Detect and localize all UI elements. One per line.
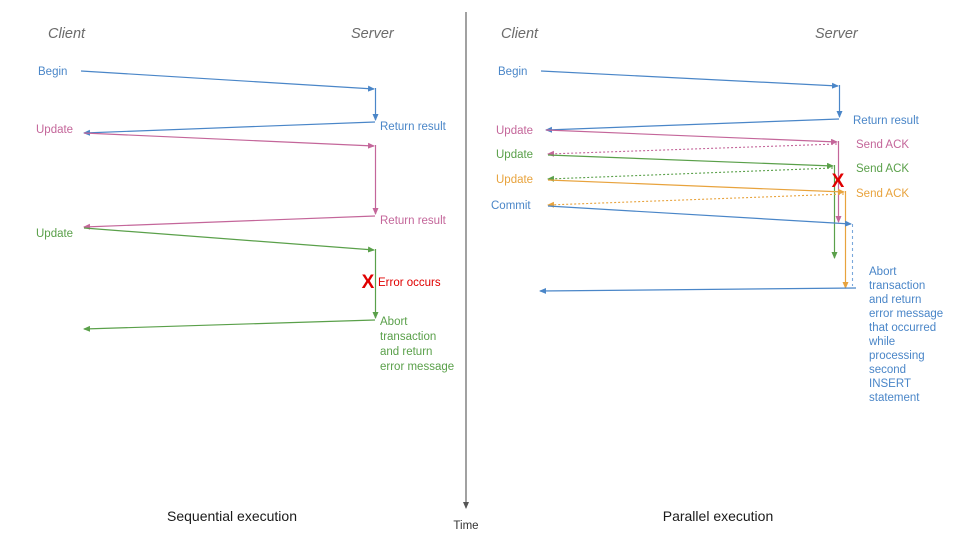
message-seq-return-2: Return result <box>83 215 447 230</box>
message-arrow-par-update-2 <box>547 154 834 169</box>
note-par-abort-line-4: that occurred <box>869 322 936 334</box>
message-arrow-seq-abort-return <box>83 319 376 332</box>
message-label-seq-update-1: Update <box>36 124 73 136</box>
message-seq-return-1: Return result <box>83 121 447 136</box>
note-seq-abort-line-1: transaction <box>380 331 436 343</box>
message-label-seq-update-2: Update <box>36 228 73 240</box>
message-label-par-update-1: Update <box>496 125 533 137</box>
message-arrow-seq-update-1 <box>83 132 375 149</box>
message-arrow-par-update-1 <box>545 129 838 145</box>
message-label-par-commit: Commit <box>491 200 531 212</box>
message-label-par-begin: Begin <box>498 66 527 78</box>
message-arrow-par-commit <box>547 205 852 227</box>
note-seq-abort-line-2: and return <box>380 346 432 358</box>
note-par-abort: Abort transaction and return error messa… <box>868 266 943 404</box>
note-seq-abort-line-3: error message <box>380 361 454 373</box>
message-par-begin: Begin <box>498 66 839 89</box>
message-seq-update-2: Update <box>36 227 375 253</box>
marker-seq-error: X Error occurs <box>362 272 441 293</box>
message-par-update-3: Update <box>496 174 845 195</box>
note-par-abort-line-1: transaction <box>869 280 925 292</box>
message-par-return: Return result <box>545 115 920 133</box>
message-arrow-par-ack-1 <box>547 143 838 157</box>
sequential-server-lane-header: Server <box>351 26 395 42</box>
note-seq-abort-line-0: Abort <box>380 316 408 328</box>
panel-caption-parallel: Parallel execution <box>663 508 774 524</box>
message-arrow-par-update-3 <box>547 179 845 195</box>
time-axis: Time <box>453 12 479 532</box>
message-arrow-seq-begin <box>80 70 375 92</box>
message-label-par-update-3: Update <box>496 174 533 186</box>
panel-sequential: Client Server Begin Return result Update… <box>36 26 454 524</box>
message-label-seq-return-1: Return result <box>380 121 447 133</box>
message-par-commit: Commit <box>491 200 852 227</box>
message-arrow-seq-return-2 <box>83 215 376 230</box>
note-par-abort-line-6: processing <box>869 350 925 362</box>
error-x-icon: X <box>832 171 845 192</box>
parallel-server-lane-header: Server <box>815 26 859 42</box>
note-par-abort-line-7: second <box>869 364 906 376</box>
message-par-ack-3: Send ACK <box>547 188 909 208</box>
note-par-abort-line-5: while <box>868 336 895 348</box>
message-label-seq-return-2: Return result <box>380 215 447 227</box>
message-par-ack-2: Send ACK <box>547 163 909 182</box>
note-par-abort-line-3: error message <box>869 308 943 320</box>
message-seq-begin: Begin <box>38 66 375 92</box>
note-par-abort-line-2: and return <box>869 294 921 306</box>
parallel-client-lane-header: Client <box>501 26 539 42</box>
panel-parallel: Client Server Begin Return result Update… <box>491 26 943 524</box>
message-arrow-seq-update-2 <box>83 227 375 253</box>
message-label-par-return: Return result <box>853 115 920 127</box>
message-label-par-ack-1: Send ACK <box>856 139 909 151</box>
message-arrow-par-ack-3 <box>547 193 845 208</box>
message-label-par-update-2: Update <box>496 149 533 161</box>
message-par-update-2: Update <box>496 149 834 169</box>
marker-label-seq-error: Error occurs <box>378 277 441 289</box>
time-axis-label: Time <box>453 520 478 532</box>
message-par-ack-1: Send ACK <box>547 139 909 157</box>
message-arrow-seq-return-1 <box>83 121 376 136</box>
note-par-abort-line-0: Abort <box>869 266 897 278</box>
message-arrow-par-begin <box>540 70 839 89</box>
message-par-update-1: Update <box>496 125 838 145</box>
message-label-par-ack-3: Send ACK <box>856 188 909 200</box>
note-seq-abort: Abort transaction and return error messa… <box>380 316 454 373</box>
message-arrow-par-abort-back <box>539 287 857 294</box>
message-seq-update-1: Update <box>36 124 375 149</box>
message-label-par-ack-2: Send ACK <box>856 163 909 175</box>
message-arrow-par-return <box>545 118 840 133</box>
marker-par-error: X <box>832 171 845 192</box>
message-label-seq-begin: Begin <box>38 66 67 78</box>
panel-caption-sequential: Sequential execution <box>167 508 297 524</box>
message-arrow-par-ack-2 <box>547 167 834 182</box>
sequential-client-lane-header: Client <box>48 26 86 42</box>
note-par-abort-line-9: statement <box>869 392 920 404</box>
error-x-icon: X <box>362 272 375 293</box>
note-par-abort-line-8: INSERT <box>869 378 911 390</box>
